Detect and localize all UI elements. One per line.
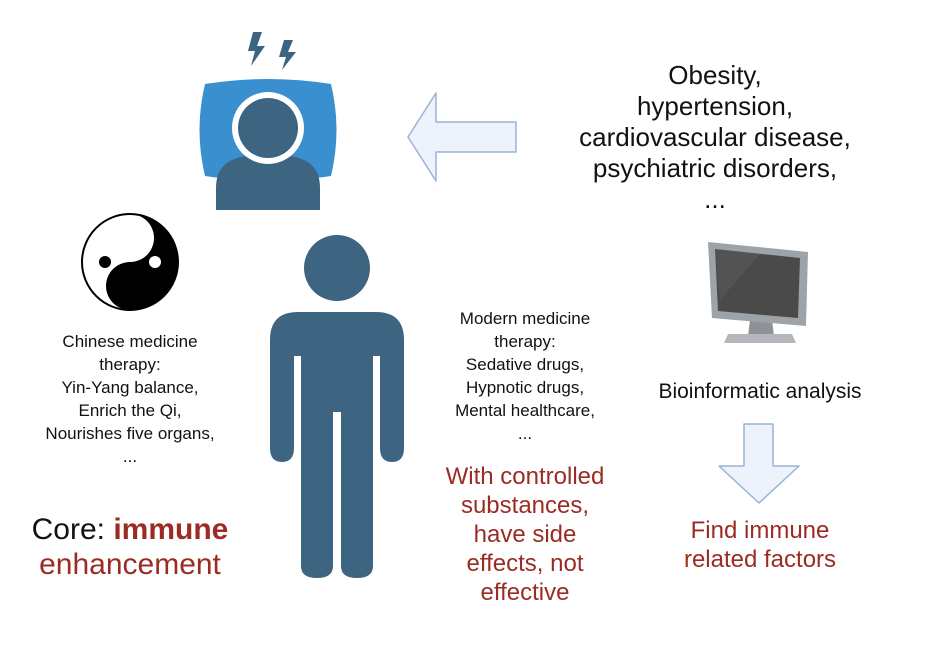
comorbidity-line: Obesity,: [668, 60, 762, 90]
bioinformatic-analysis-label: Bioinformatic analysis: [658, 380, 862, 403]
comorbidities-text: Obesity, hypertension, cardiovascular di…: [560, 60, 870, 215]
cm-line: therapy:: [99, 355, 161, 374]
modern-medicine-text: Modern medicine therapy: Sedative drugs,…: [425, 307, 625, 445]
cm-line: Enrich the Qi,: [78, 401, 182, 420]
mm-line: Sedative drugs,: [465, 355, 585, 374]
headache-body: [216, 156, 320, 210]
findings-text: Find immune related factors: [640, 516, 880, 574]
warning-line: With controlled: [445, 463, 605, 490]
comorbidity-line: hypertension,: [636, 91, 794, 121]
core-statement: Core: immune enhancement: [10, 512, 250, 582]
cm-line: ...: [122, 447, 138, 466]
cm-line: Nourishes five organs,: [45, 424, 215, 443]
warning-line: substances,: [460, 492, 590, 519]
mm-line: Mental healthcare,: [455, 401, 595, 420]
mm-line: Hypnotic drugs,: [465, 378, 585, 397]
comorbidity-line: cardiovascular disease,: [579, 122, 851, 152]
mm-line: Modern medicine: [459, 309, 591, 328]
core-highlight: immune: [113, 513, 229, 546]
lightning-bolt-left: [248, 32, 265, 66]
comorbidity-line: ...: [704, 184, 726, 214]
warning-line: effects, not: [466, 550, 584, 577]
core-line2: enhancement: [39, 548, 221, 581]
finding-line: Find immune: [690, 517, 830, 544]
mm-line: ...: [517, 424, 533, 443]
comorbidity-line: psychiatric disorders,: [592, 153, 838, 183]
cm-line: Chinese medicine: [62, 332, 198, 351]
warning-line: effective: [480, 579, 570, 606]
chinese-medicine-text: Chinese medicine therapy: Yin-Yang balan…: [10, 330, 250, 468]
mm-line: therapy:: [494, 332, 556, 351]
finding-line: related factors: [683, 546, 837, 573]
core-prefix: Core:: [31, 513, 114, 546]
warning-line: have side: [473, 521, 577, 548]
modern-medicine-drawbacks: With controlled substances, have side ef…: [425, 462, 625, 607]
cm-line: Yin-Yang balance,: [61, 378, 199, 397]
lightning-bolt-right: [279, 40, 296, 70]
